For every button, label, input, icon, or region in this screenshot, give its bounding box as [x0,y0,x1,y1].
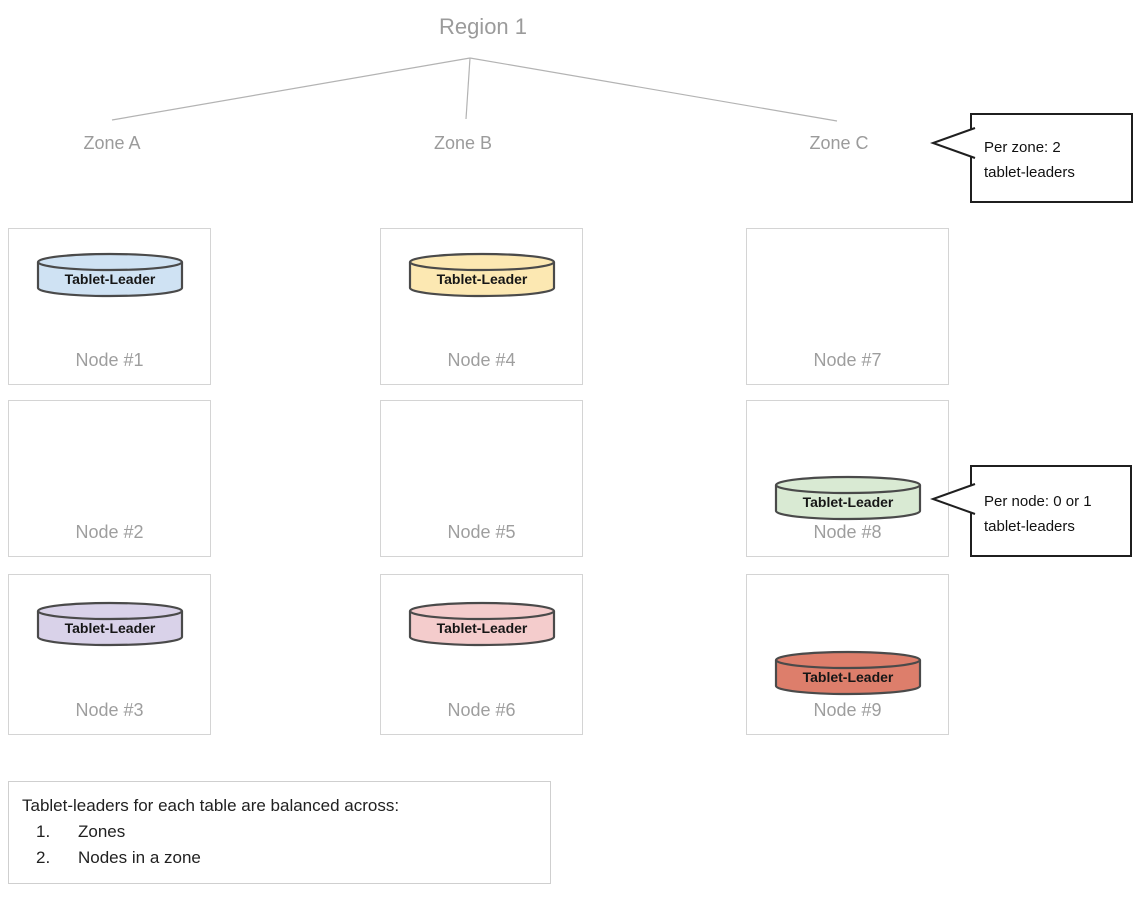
callout-line: Per zone: 2 [984,139,1061,156]
tablet-leader-label: Tablet-Leader [802,669,894,685]
node-label: Node #1 [75,350,144,370]
callout-per-node: Per node: 0 or 1 tablet-leaders [930,465,1132,557]
node-label: Node #5 [447,522,516,542]
legend-item-number: 1. [36,822,51,841]
callout-line: Per node: 0 or 1 [984,493,1092,510]
node-box-8: Tablet-Leader Node #8 [746,400,949,557]
node-box-9: Tablet-Leader Node #9 [746,574,949,735]
node-label: Node #2 [75,522,144,542]
tablet-leader-label: Tablet-Leader [436,271,528,287]
node-box-2: Node #2 [8,400,211,557]
tablet-leader-cylinder: Tablet-Leader [36,252,184,298]
database-cylinder-icon [408,601,556,647]
callout-line: tablet-leaders [984,164,1075,181]
tablet-leader-label: Tablet-Leader [64,271,156,287]
legend-item-text: Zones [78,822,126,841]
legend-box: Tablet-leaders for each table are balanc… [8,781,551,884]
node-label: Node #9 [813,700,882,720]
region-label: Region 1 [438,14,528,39]
node-box-4: Tablet-Leader Node #4 [380,228,583,385]
legend-title: Tablet-leaders for each table are balanc… [22,796,400,815]
callout-line: tablet-leaders [984,518,1075,535]
database-cylinder-icon [408,252,556,298]
zone-b-label: Zone B [433,133,493,153]
node-box-6: Tablet-Leader Node #6 [380,574,583,735]
tablet-leader-cylinder: Tablet-Leader [774,650,922,696]
legend-item-number: 2. [36,848,51,867]
tablet-leader-cylinder: Tablet-Leader [408,601,556,647]
node-label: Node #6 [447,700,516,720]
legend-item-text: Nodes in a zone [78,848,201,867]
zone-c-label: Zone C [809,133,869,153]
tablet-leader-label: Tablet-Leader [64,620,156,636]
callout-per-node-text: Per node: 0 or 1 tablet-leaders [972,467,1130,539]
tablet-leader-cylinder: Tablet-Leader [36,601,184,647]
callout-per-zone: Per zone: 2 tablet-leaders [930,113,1133,203]
legend-item: 1. Zones [22,819,540,845]
tablet-leader-cylinder: Tablet-Leader [774,475,922,521]
node-label: Node #8 [813,522,882,542]
tablet-leader-cylinder: Tablet-Leader [408,252,556,298]
node-label: Node #3 [75,700,144,720]
callout-tail-icon [930,483,976,515]
legend-item: 2. Nodes in a zone [22,845,540,871]
node-box-3: Tablet-Leader Node #3 [8,574,211,735]
node-box-5: Node #5 [380,400,583,557]
node-label: Node #7 [813,350,882,370]
database-cylinder-icon [36,252,184,298]
zone-a-label: Zone A [83,133,141,153]
database-cylinder-icon [774,650,922,696]
callout-per-zone-text: Per zone: 2 tablet-leaders [972,115,1131,185]
callout-tail-icon [930,127,976,159]
tablet-leader-label: Tablet-Leader [436,620,528,636]
node-box-1: Tablet-Leader Node #1 [8,228,211,385]
tablet-leader-label: Tablet-Leader [802,494,894,510]
node-label: Node #4 [447,350,516,370]
database-cylinder-icon [36,601,184,647]
database-cylinder-icon [774,475,922,521]
node-box-7: Node #7 [746,228,949,385]
